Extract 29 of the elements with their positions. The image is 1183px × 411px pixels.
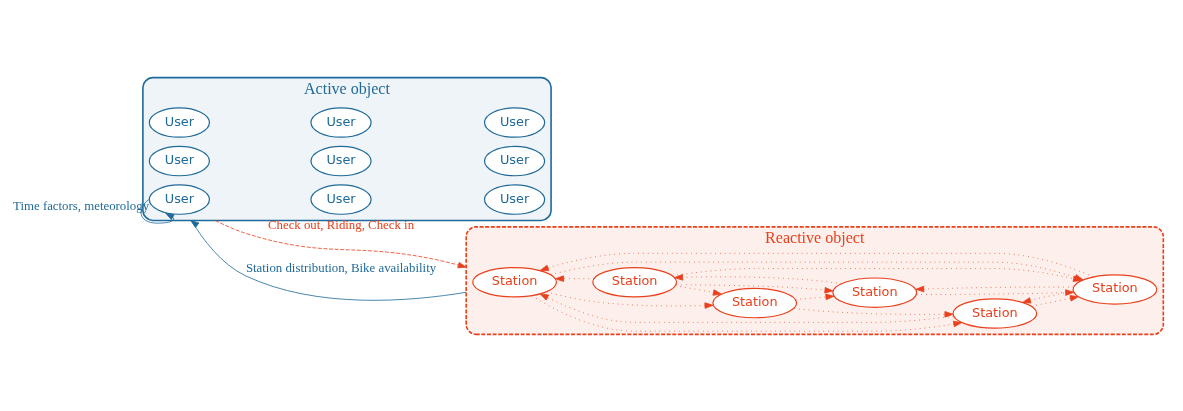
arrow [539,293,954,323]
node-ellipse: User [310,106,372,138]
node-ellipse: User [148,145,210,176]
arrow [675,284,722,296]
node-ellipse: Station [592,266,678,297]
arrow [214,219,467,268]
arrow [1022,290,1074,303]
node-ellipse: User [148,183,210,215]
node-ellipse: User [483,183,546,215]
arrow [531,294,963,332]
node-ellipse: User [483,145,546,176]
arrow [674,273,842,284]
arrow [539,252,1094,277]
edge-label: Station distribution, Bike availability [245,260,437,275]
arrow [795,293,835,300]
node-ellipse: Station [832,276,918,308]
arrow [190,219,467,301]
arrow [793,307,954,318]
node-ellipse: User [310,183,372,215]
arrow [555,274,595,282]
edge-label: Check out, Riding, Check in [267,217,415,232]
node-ellipse: User [483,106,546,138]
node-ellipse: User [148,106,210,138]
node-ellipse: User [310,145,372,176]
arrow [1031,294,1079,307]
arrow [546,290,714,309]
arrow [915,285,1074,292]
arrow [675,283,834,293]
arrow [916,288,1075,296]
